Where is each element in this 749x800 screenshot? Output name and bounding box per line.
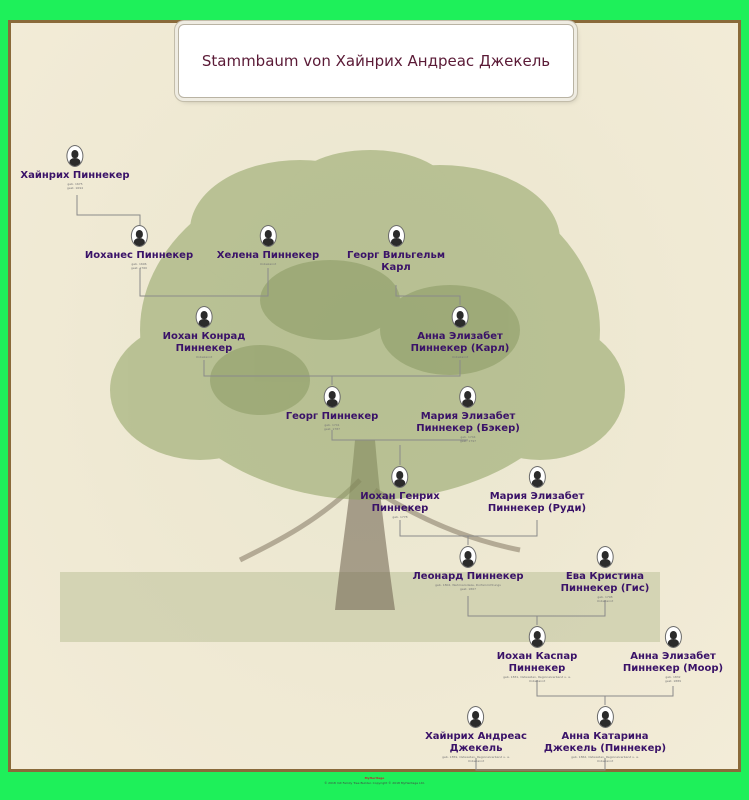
person-name: Джекель (Пиннекер) xyxy=(543,743,667,754)
person-name: Анна Элизабет xyxy=(417,331,503,342)
person-name: Анна Элизабет xyxy=(630,651,716,662)
person-name: Пиннекер xyxy=(371,503,429,514)
person-name: Хайнрих Андреас xyxy=(425,731,527,742)
silhouette-icon xyxy=(391,466,409,488)
footer-logo: MyHeritage xyxy=(364,776,385,780)
person-name: Ева Кристина xyxy=(565,571,645,582)
person-dates: geb. 1832 xyxy=(665,675,681,679)
person-name: Иохан Конрад xyxy=(162,331,246,342)
person-name: Иоханес Пиннекер xyxy=(84,250,194,261)
tree-canopy xyxy=(110,150,625,500)
silhouette-icon xyxy=(451,306,469,328)
person-dates: Unbekannt xyxy=(596,759,614,763)
person-name: Георг Пиннекер xyxy=(285,411,379,422)
person-name: Пиннекер (Руди) xyxy=(487,503,587,514)
person-name: Мария Элизабет xyxy=(420,411,516,422)
person-dates: geb. 1831, Ostwaiden, Regionalverband u.… xyxy=(503,675,571,679)
person-name: Пиннекер (Моор) xyxy=(622,663,724,674)
person-dates: gest. 1867 xyxy=(459,587,477,591)
person-dates: geb. 1802, Wehrnarodeze, Dorfeinrichtung… xyxy=(435,583,501,587)
person-dates: Unbekannt xyxy=(259,262,277,266)
person-dates: Unbekannt xyxy=(467,759,485,763)
silhouette-icon xyxy=(467,706,485,728)
person-dates: Unbekannt xyxy=(451,355,469,359)
person-dates: geb. 1862, Ostwaiden, Regionalverband u.… xyxy=(571,755,639,759)
person-dates: gest. 1889 xyxy=(664,679,682,683)
silhouette-icon xyxy=(130,225,148,247)
person-dates: geb. 1675 xyxy=(67,182,83,186)
person-name: Иохан Генрих xyxy=(360,491,440,502)
footer: MyHeritage © 2018 mit Family Tree Builde… xyxy=(0,776,749,786)
person-dates: geb. 1859, Ostwaiden, Regionalverband u.… xyxy=(442,755,510,759)
footer-copyright: © 2018 mit Family Tree Builder. Copyrigh… xyxy=(324,781,425,785)
person-name: Хайнрих Пиннекер xyxy=(20,170,130,181)
silhouette-icon xyxy=(323,386,341,408)
person-dates: geb. 1696 xyxy=(131,262,147,266)
silhouette-icon xyxy=(596,546,614,568)
person-dates: geb. 1741 xyxy=(324,423,340,427)
person-dates: gest. 1787 xyxy=(323,427,341,431)
silhouette-icon xyxy=(195,306,213,328)
person-name: Мария Элизабет xyxy=(489,491,585,502)
person-name: Пиннекер (Гис) xyxy=(560,583,650,594)
person-dates: geb. 1798 xyxy=(597,595,613,599)
person-dates: geb. 1778 xyxy=(392,515,408,519)
silhouette-icon xyxy=(259,225,277,247)
person-dates: gest. 1694 xyxy=(66,186,84,190)
person-dates: geb. 1744 xyxy=(460,435,476,439)
person-dates: Unbekannt xyxy=(195,355,213,359)
silhouette-icon xyxy=(528,466,546,488)
silhouette-icon xyxy=(596,706,614,728)
silhouette-icon xyxy=(528,626,546,648)
title-banner: Stammbaum von Хайнрих Андреас Джекель xyxy=(178,24,574,98)
person-dates: gest. 1760 xyxy=(130,266,148,270)
silhouette-icon xyxy=(459,546,477,568)
person-name: Пиннекер xyxy=(175,343,233,354)
connector-lines xyxy=(76,195,674,771)
person-name: Иохан Каспар xyxy=(496,651,578,662)
person-name: Джекель xyxy=(449,743,503,754)
silhouette-icon xyxy=(66,145,84,167)
person-name: Карл xyxy=(381,262,411,273)
person-name: Анна Катарина xyxy=(561,731,649,742)
person-dates: Unbekannt xyxy=(528,679,546,683)
person-name: Пиннекер (Бэкер) xyxy=(416,423,520,434)
person-name: Пиннекер xyxy=(508,663,566,674)
silhouette-icon xyxy=(664,626,682,648)
silhouette-icon xyxy=(387,225,405,247)
tree-trunk xyxy=(335,440,395,610)
silhouette-icon xyxy=(459,386,477,408)
person-name: Леонард Пиннекер xyxy=(412,571,524,582)
person-dates: gest. 1797 xyxy=(459,439,477,443)
page-title: Stammbaum von Хайнрих Андреас Джекель xyxy=(201,52,551,70)
person-name: Хелена Пиннекер xyxy=(216,250,320,261)
person-name: Георг Вильгельм xyxy=(347,250,445,261)
person-dates: Unbekannt xyxy=(596,599,614,603)
person-name: Пиннекер (Карл) xyxy=(410,343,510,354)
